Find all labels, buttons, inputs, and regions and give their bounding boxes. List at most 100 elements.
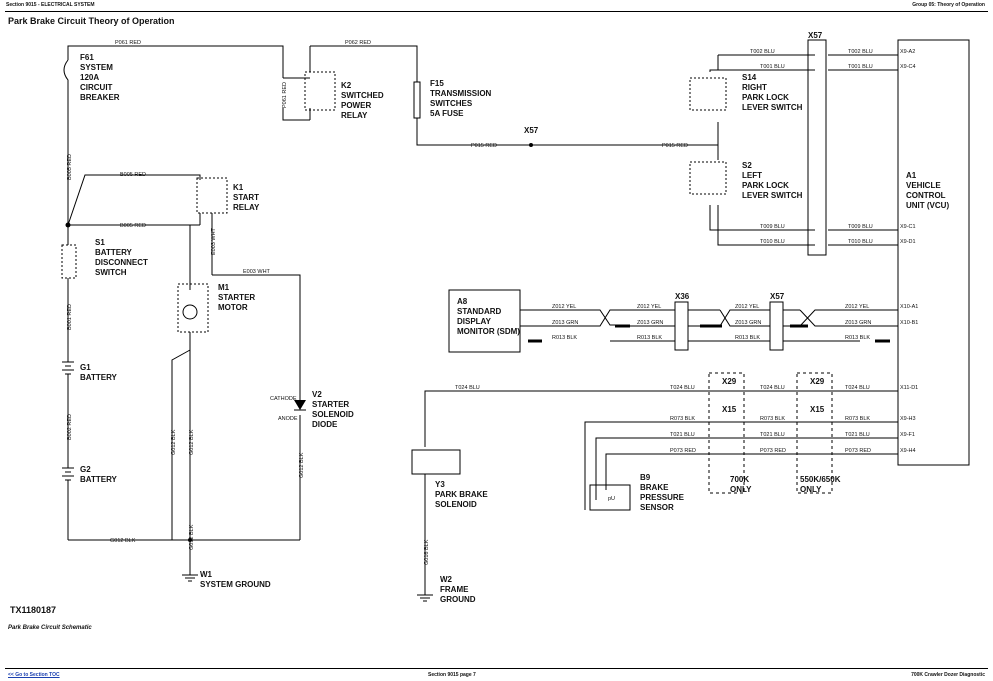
v2-label: STARTER <box>312 400 349 409</box>
wire-label: E003 WHT <box>243 269 271 275</box>
figure-caption: Park Brake Circuit Schematic <box>8 625 92 631</box>
toc-link[interactable]: << Go to Section TOC <box>8 672 60 678</box>
figure-id: TX1180187 <box>10 605 57 615</box>
vcu-pin: X10-A1 <box>900 304 918 310</box>
wire-label: P061 RED <box>282 82 288 108</box>
a8-label: A8 <box>457 297 468 306</box>
wire-label: T024 BLU <box>455 385 480 391</box>
w2-label: FRAME <box>440 585 469 594</box>
wire-label: P061 RED <box>115 40 141 46</box>
s1-label: SWITCH <box>95 268 127 277</box>
g2-label: G2 <box>80 465 91 474</box>
wire-label: Z012 YEL <box>552 304 576 310</box>
a1-label: A1 <box>906 171 917 180</box>
wire-label: R073 BLK <box>845 416 870 422</box>
wire-label: Z012 YEL <box>845 304 869 310</box>
k2-label: RELAY <box>341 111 368 120</box>
wire-label: B002 RED <box>67 414 73 440</box>
m1-label: M1 <box>218 283 230 292</box>
wire-label: T002 BLU <box>848 49 873 55</box>
wire-label: T024 BLU <box>845 385 870 391</box>
vcu-pin: X11-D1 <box>900 385 918 391</box>
m1-label: STARTER <box>218 293 255 302</box>
s2-label: LEFT <box>742 171 762 180</box>
f15-label: F15 <box>430 79 444 88</box>
a1-label: CONTROL <box>906 191 946 200</box>
wire-label: R013 BLK <box>845 335 870 341</box>
vcu-pin: X10-B1 <box>900 320 918 326</box>
vcu-pin: X9-A2 <box>900 49 915 55</box>
wire-label: Z013 GRN <box>552 320 578 326</box>
page-title: Park Brake Circuit Theory of Operation <box>8 16 175 26</box>
wire-label: T001 BLU <box>760 64 785 70</box>
x29-label: X29 <box>722 377 737 386</box>
wire-label: T021 BLU <box>670 432 695 438</box>
wire-label: P073 RED <box>760 448 786 454</box>
wire-label: B005 RED <box>120 172 146 178</box>
w2-label: W2 <box>440 575 453 584</box>
s14-label: LEVER SWITCH <box>742 103 803 112</box>
vcu-pin: X9-C4 <box>900 64 916 70</box>
a8-label: STANDARD <box>457 307 502 316</box>
wire-label: P015 RED <box>662 143 688 149</box>
cathode-label: CATHODE <box>270 396 297 402</box>
wire-label: Z012 YEL <box>637 304 661 310</box>
y3-label: PARK BRAKE <box>435 490 488 499</box>
m1-label: MOTOR <box>218 303 248 312</box>
wire-label: T010 BLU <box>760 239 785 245</box>
wire-label: R013 BLK <box>637 335 662 341</box>
a1-label: UNIT (VCU) <box>906 201 949 210</box>
f61-label: CIRCUIT <box>80 83 113 92</box>
b9-label: B9 <box>640 473 651 482</box>
junction-dot <box>65 222 71 228</box>
s14-label: S14 <box>742 73 757 82</box>
anode-label: ANODE <box>278 416 298 422</box>
k1-label: RELAY <box>233 203 260 212</box>
wire-label: P062 RED <box>345 40 371 46</box>
wire-label: T021 BLU <box>760 432 785 438</box>
vcu-pin: X9-D1 <box>900 239 916 245</box>
s14-label: PARK LOCK <box>742 93 789 102</box>
pu-label: pU <box>608 496 615 502</box>
diode-symbol <box>294 400 306 410</box>
k2-label: POWER <box>341 101 371 110</box>
w1-label: W1 <box>200 570 213 579</box>
wire-label: T001 BLU <box>848 64 873 70</box>
v2-label: V2 <box>312 390 322 399</box>
x29-label: X29 <box>810 377 825 386</box>
junction-dot <box>188 538 192 542</box>
g2-label: BATTERY <box>80 475 118 484</box>
s2-label: LEVER SWITCH <box>742 191 803 200</box>
wire-label: B005 RED <box>67 154 73 180</box>
s2-label: S2 <box>742 161 752 170</box>
s1-label: S1 <box>95 238 105 247</box>
a8-label: DISPLAY <box>457 317 492 326</box>
a8-label: MONITOR (SDM) <box>457 327 520 336</box>
b9-label: PRESSURE <box>640 493 685 502</box>
wire-label: Z013 GRN <box>637 320 663 326</box>
f15-label: SWITCHES <box>430 99 473 108</box>
y3-label: Y3 <box>435 480 445 489</box>
wire-label: T024 BLU <box>670 385 695 391</box>
wire-label: T021 BLU <box>845 432 870 438</box>
f61-label: 120A <box>80 73 99 82</box>
g1-label: BATTERY <box>80 373 118 382</box>
wire-label: P015 RED <box>471 143 497 149</box>
y3-label: SOLENOID <box>435 500 477 509</box>
x15-label: X15 <box>810 405 825 414</box>
b9-label: BRAKE <box>640 483 669 492</box>
w2-label: GROUND <box>440 595 476 604</box>
f15-label: TRANSMISSION <box>430 89 492 98</box>
wire-label: E003 WHT <box>211 227 217 255</box>
wire-label: G016 BLK <box>424 539 430 565</box>
wire-label: R073 BLK <box>760 416 785 422</box>
wire-label: Z013 GRN <box>845 320 871 326</box>
g1-label: G1 <box>80 363 91 372</box>
wire-label: R013 BLK <box>735 335 760 341</box>
x57-vert-label: X57 <box>808 31 823 40</box>
header-rule <box>5 11 988 12</box>
x57-splice-dot <box>529 143 533 147</box>
wire-label: B005 RED <box>120 223 146 229</box>
wire-label: R013 BLK <box>552 335 577 341</box>
